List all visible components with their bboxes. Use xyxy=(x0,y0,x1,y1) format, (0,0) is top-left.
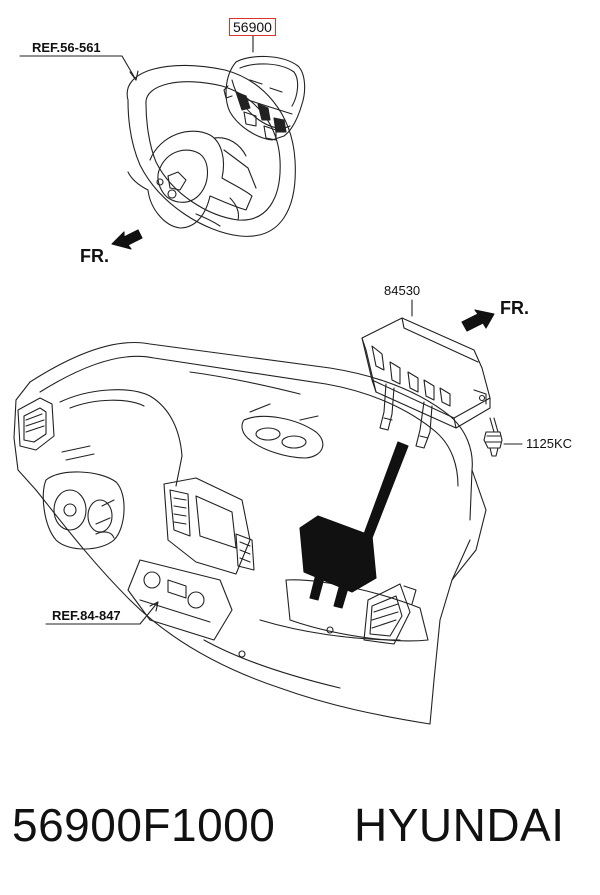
part-number-56900-label: 56900 xyxy=(229,18,276,36)
part-number-caption: 56900F1000 xyxy=(12,799,276,851)
location-pointer xyxy=(363,441,409,539)
leader-ref-steering xyxy=(19,55,137,81)
parts-diagram xyxy=(13,35,523,725)
leader-ref-dash xyxy=(45,601,159,625)
brand-caption: HYUNDAI xyxy=(354,799,565,851)
part-number-84530-label: 84530 xyxy=(384,283,421,298)
passenger-airbag-module xyxy=(361,317,491,449)
front-label-top: FR. xyxy=(80,246,109,266)
ref-dash-label: REF.84-847 xyxy=(52,608,121,623)
leader-ref-dash-arrowhead xyxy=(149,601,159,612)
bolt-1125kc xyxy=(483,417,503,457)
part-number-1125kc-label: 1125KC xyxy=(526,436,573,451)
front-direction-arrow-top xyxy=(111,229,143,250)
ref-steering-label: REF.56-561 xyxy=(32,40,101,55)
steering-wheel xyxy=(126,64,296,237)
front-label-right: FR. xyxy=(500,298,529,318)
leader-ref-steering-arrowhead xyxy=(129,70,139,81)
dashboard-assembly xyxy=(13,341,487,725)
passenger-airbag-location xyxy=(299,515,377,609)
driver-airbag-module xyxy=(223,55,306,141)
front-direction-arrow-right xyxy=(461,309,495,332)
